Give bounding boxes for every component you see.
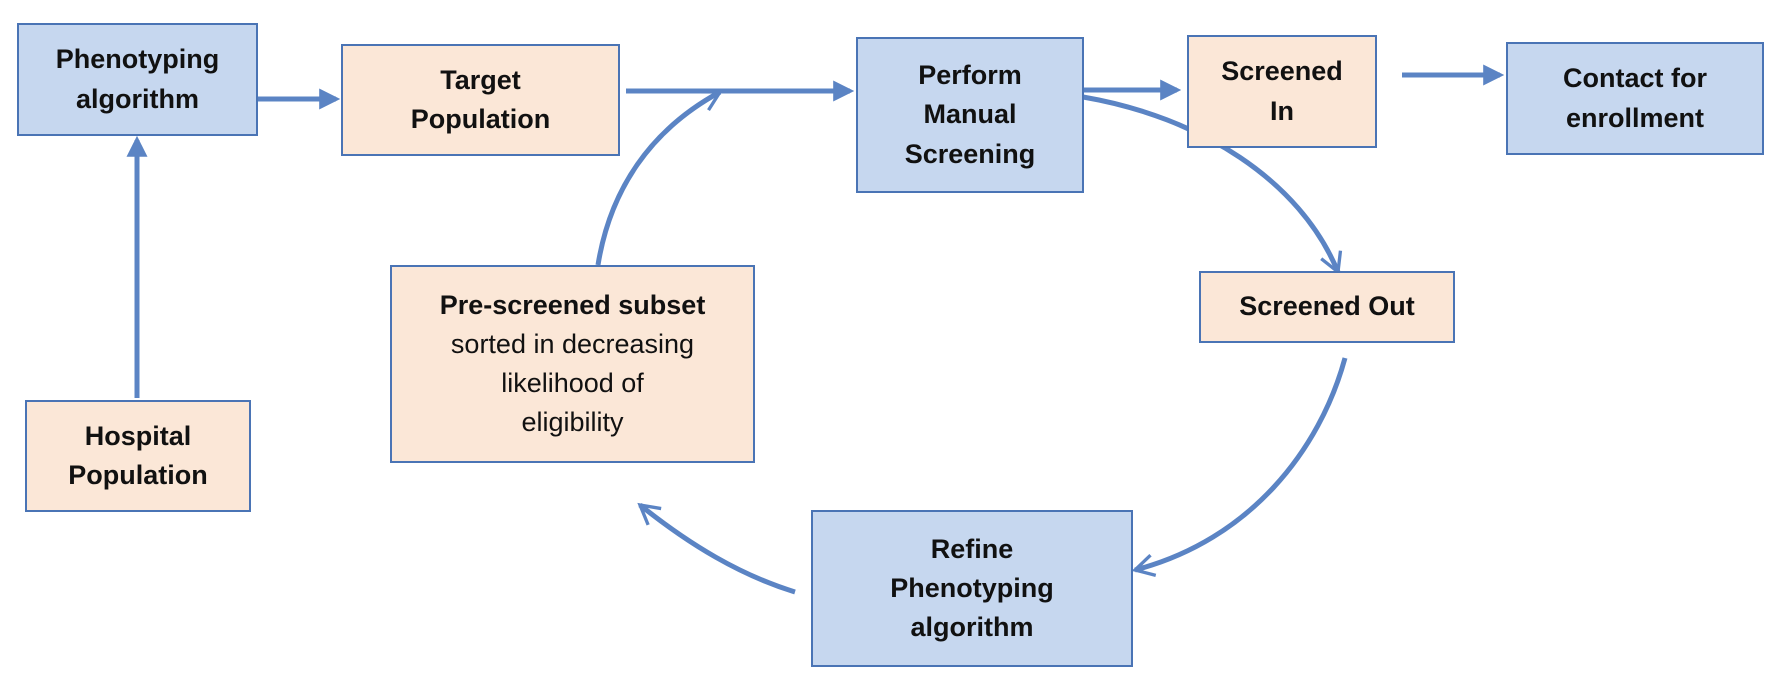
hospital-population-line2: Population xyxy=(68,460,208,490)
screened-in-line1: Screened xyxy=(1221,56,1343,87)
contact-enrollment-line2: enrollment xyxy=(1565,102,1705,133)
arrow-pre-screened-to-target xyxy=(595,89,724,266)
screened-out-box: Screened Out xyxy=(1199,271,1455,343)
phenotyping-algorithm-box: Phenotyping algorithm xyxy=(17,23,258,136)
arrow-screened-out-to-refine xyxy=(1131,357,1348,577)
manual-screening-line2: Manual xyxy=(923,99,1017,130)
arrow-refine-to-pre-screened xyxy=(637,502,796,595)
target-population-line1: Target xyxy=(440,64,521,95)
screened-in-box: Screened In xyxy=(1187,35,1377,148)
screened-in-line2: In xyxy=(1269,95,1294,126)
pre-screened-subset-line2: sorted in decreasing xyxy=(450,328,695,359)
refine-algorithm-line1: Refine xyxy=(930,533,1014,564)
pre-screened-subset-line3: likelihood of xyxy=(501,368,644,398)
target-population-box: Target Population xyxy=(341,44,620,156)
manual-screening-line3: Screening xyxy=(904,138,1036,169)
manual-screening-line1: Perform xyxy=(918,60,1022,91)
contact-enrollment-line1: Contact for xyxy=(1563,63,1707,94)
refine-algorithm-line3: algorithm xyxy=(910,612,1034,643)
contact-enrollment-box: Contact for enrollment xyxy=(1506,42,1764,155)
phenotyping-algorithm-line1: Phenotyping xyxy=(55,44,220,75)
manual-screening-box: Perform Manual Screening xyxy=(856,37,1084,193)
pre-screened-subset-line1: Pre-screened subset xyxy=(439,289,706,320)
screened-out-line1: Screened Out xyxy=(1239,291,1415,322)
pre-screened-subset-box: Pre-screened subset sorted in decreasing… xyxy=(390,265,755,463)
refine-algorithm-box: Refine Phenotyping algorithm xyxy=(811,510,1133,667)
arrow-screening-to-screened-out xyxy=(1082,94,1343,276)
hospital-population-box: Hospital Population xyxy=(25,400,251,512)
target-population-line2: Population xyxy=(410,104,551,134)
phenotyping-algorithm-line2: algorithm xyxy=(75,83,199,114)
pre-screened-subset-line4: eligibility xyxy=(521,407,624,438)
refine-algorithm-line2: Phenotyping xyxy=(890,572,1054,603)
hospital-population-line1: Hospital xyxy=(84,420,192,451)
